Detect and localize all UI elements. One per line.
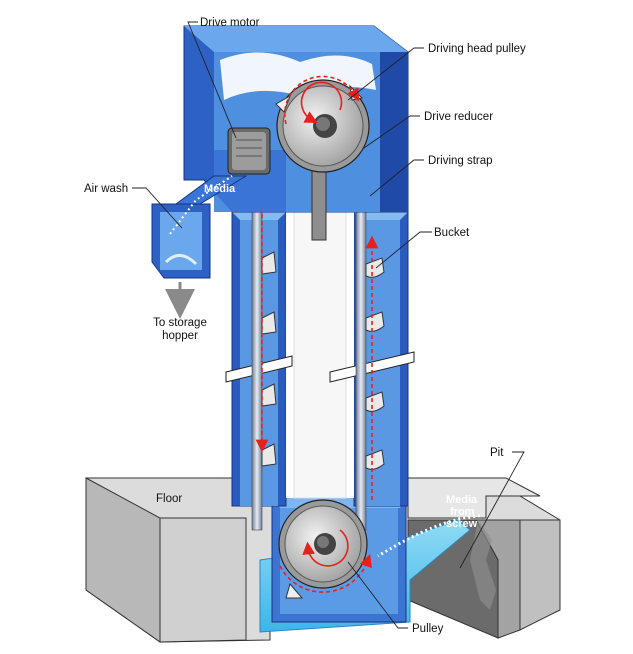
label-driving-strap: Driving strap — [428, 155, 493, 167]
air-wash-chute — [151, 175, 248, 279]
label-pulley: Pulley — [412, 623, 444, 635]
label-driving-head-pulley: Driving head pulley — [428, 43, 526, 55]
label-drive-motor: Drive motor — [200, 17, 260, 29]
label-to-storage-line2: hopper — [162, 330, 198, 342]
buckets-right — [365, 257, 385, 470]
drive-motor — [227, 127, 271, 175]
label-media-from-screw-1: Media — [446, 494, 478, 506]
boot-pulley — [278, 499, 368, 599]
leader-lines — [132, 21, 525, 629]
label-media-from-screw-2: from — [450, 506, 475, 518]
buckets-left — [261, 251, 277, 467]
flow-arrows — [255, 75, 379, 593]
label-media: Média — [204, 183, 236, 195]
label-to-storage-line1: To storage — [153, 317, 207, 329]
label-pit: Pit — [490, 447, 504, 459]
driving-head-pulley — [275, 79, 370, 173]
label-air-wash: Air wash — [84, 183, 128, 195]
label-drive-reducer: Drive reducer — [424, 111, 493, 123]
label-media-from-screw-3: screw — [446, 518, 478, 530]
media-from-screw-stream — [377, 514, 481, 558]
label-floor: Floor — [156, 493, 182, 505]
label-bucket: Bucket — [434, 227, 470, 239]
